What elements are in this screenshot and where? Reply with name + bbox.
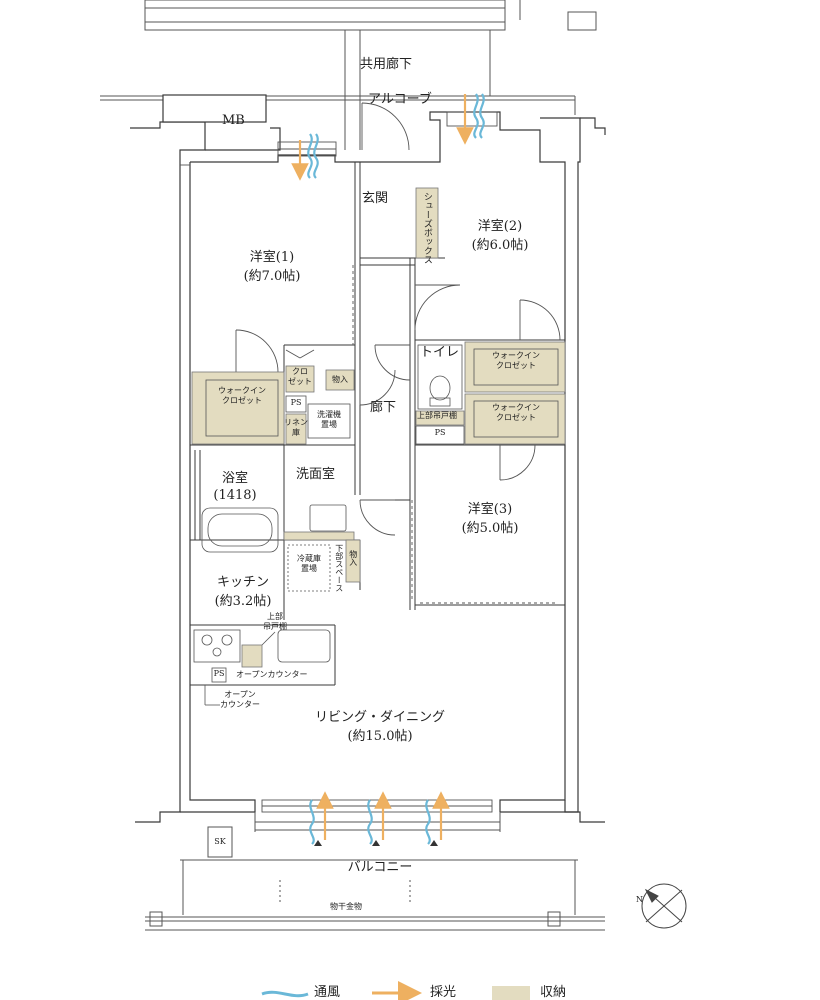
common-corridor-label: 共用廊下	[360, 57, 413, 72]
bath-size: (1418)	[213, 488, 257, 503]
linen-line1: リネン	[284, 418, 308, 427]
open-counter2-line1: オープン	[224, 690, 256, 699]
doors	[235, 102, 561, 604]
open-counter-label: オープンカウンター	[236, 670, 308, 679]
genkan-label: 玄関	[362, 191, 389, 206]
bath-name: 浴室	[221, 471, 249, 486]
linen-line2: 庫	[292, 428, 300, 438]
walk-in-closet-right-2	[464, 393, 566, 445]
washer-label: 洗濯機 置場	[317, 410, 341, 431]
laundry-hardware-label: 物干金物	[330, 902, 362, 911]
ps2-label: PS	[434, 428, 446, 437]
wic-right2-label: ウォークイン クロゼット	[492, 403, 540, 424]
shoe-box	[415, 187, 439, 259]
storage-box-2	[345, 539, 361, 583]
toilet-cabinet	[415, 410, 465, 426]
fixtures	[193, 344, 559, 706]
airflow-light-symbols	[291, 93, 485, 845]
sk-label: SK	[214, 837, 226, 846]
living-name: リビング・ダイニング	[314, 710, 446, 725]
wic-left-line2: クロゼット	[222, 396, 262, 406]
closet-line2: ゼット	[288, 377, 312, 387]
ps1-label: PS	[290, 398, 302, 407]
outer-walls	[130, 94, 606, 823]
wic-right2-line2: クロゼット	[496, 413, 536, 423]
legend-graphics	[261, 981, 530, 1000]
upper-cabinet-line2: 吊戸棚	[263, 622, 287, 632]
wic-left-label: ウォークイン クロゼット	[218, 386, 266, 407]
open-counter2-label: オープン カウンター	[220, 690, 260, 711]
linen-label: リネン 庫	[284, 418, 308, 439]
window-markers	[314, 840, 438, 846]
balcony-structure	[145, 812, 605, 931]
toilet-cabinet-label: 上部吊戸棚	[417, 411, 457, 420]
walk-in-closet-left	[191, 371, 285, 445]
alcove-label: アルコーブ	[368, 92, 432, 107]
room3-size: (約5.0帖)	[461, 521, 519, 536]
interior-walls	[190, 162, 565, 686]
closet-label: クロ ゼット	[288, 367, 312, 388]
storage1-label: 物入	[332, 375, 348, 384]
washer-line1: 洗濯機	[317, 410, 341, 419]
wic-right1-label: ウォークイン クロゼット	[492, 351, 540, 372]
living-size: (約15.0帖)	[347, 729, 413, 744]
wic-right1-line2: クロゼット	[496, 361, 536, 371]
legend-storage: 収納	[540, 985, 567, 1000]
room1-name: 洋室(1)	[249, 250, 295, 265]
open-counter2-line2: カウンター	[220, 700, 260, 710]
toilet-label: トイレ	[420, 345, 460, 360]
hallway-label: 廊下	[370, 400, 397, 415]
wic-right2-line1: ウォークイン	[492, 403, 540, 412]
wic-left-line1: ウォークイン	[218, 386, 266, 395]
upper-cabinet-label: 上部 吊戸棚	[263, 612, 287, 633]
legend-daylight: 採光	[430, 985, 457, 1000]
room2-name: 洋室(2)	[477, 219, 523, 234]
room1-size: (約7.0帖)	[243, 269, 301, 284]
room3-name: 洋室(3)	[467, 502, 513, 517]
upper-cabinet-line1: 上部	[267, 612, 283, 621]
washroom-counter-strip	[283, 531, 355, 541]
linen-storage	[285, 413, 307, 445]
fridge-line1: 冷蔵庫	[297, 554, 321, 563]
kitchen-name: キッチン	[216, 575, 270, 590]
common-corridor-structure	[100, 0, 597, 150]
storage-box-1	[325, 369, 355, 391]
ps3-label: PS	[213, 669, 225, 678]
closet-line1: クロ	[292, 367, 308, 376]
north-compass-icon	[641, 883, 687, 929]
wic-right1-line1: ウォークイン	[492, 351, 540, 360]
washer-line2: 置場	[321, 420, 337, 430]
lower-space-label: 下部スペース	[334, 544, 344, 592]
legend-ventilation: 通風	[314, 985, 341, 1000]
north-label: N	[636, 895, 643, 904]
room2-size: (約6.0帖)	[471, 238, 529, 253]
walk-in-closet-right-1	[464, 341, 566, 393]
storage-areas	[191, 187, 566, 668]
closet	[285, 365, 315, 393]
fridge-label: 冷蔵庫 置場	[297, 554, 321, 575]
shoe-box-label: シューズボックス	[421, 192, 432, 264]
fridge-line2: 置場	[301, 564, 317, 574]
washroom-label: 洗面室	[296, 467, 336, 482]
balcony-label: バルコニー	[347, 860, 413, 875]
storage2-label: 物入	[348, 550, 358, 566]
kitchen-size: (約3.2帖)	[214, 594, 272, 609]
mb-label: MB	[222, 113, 245, 128]
upper-cabinet	[241, 644, 263, 668]
